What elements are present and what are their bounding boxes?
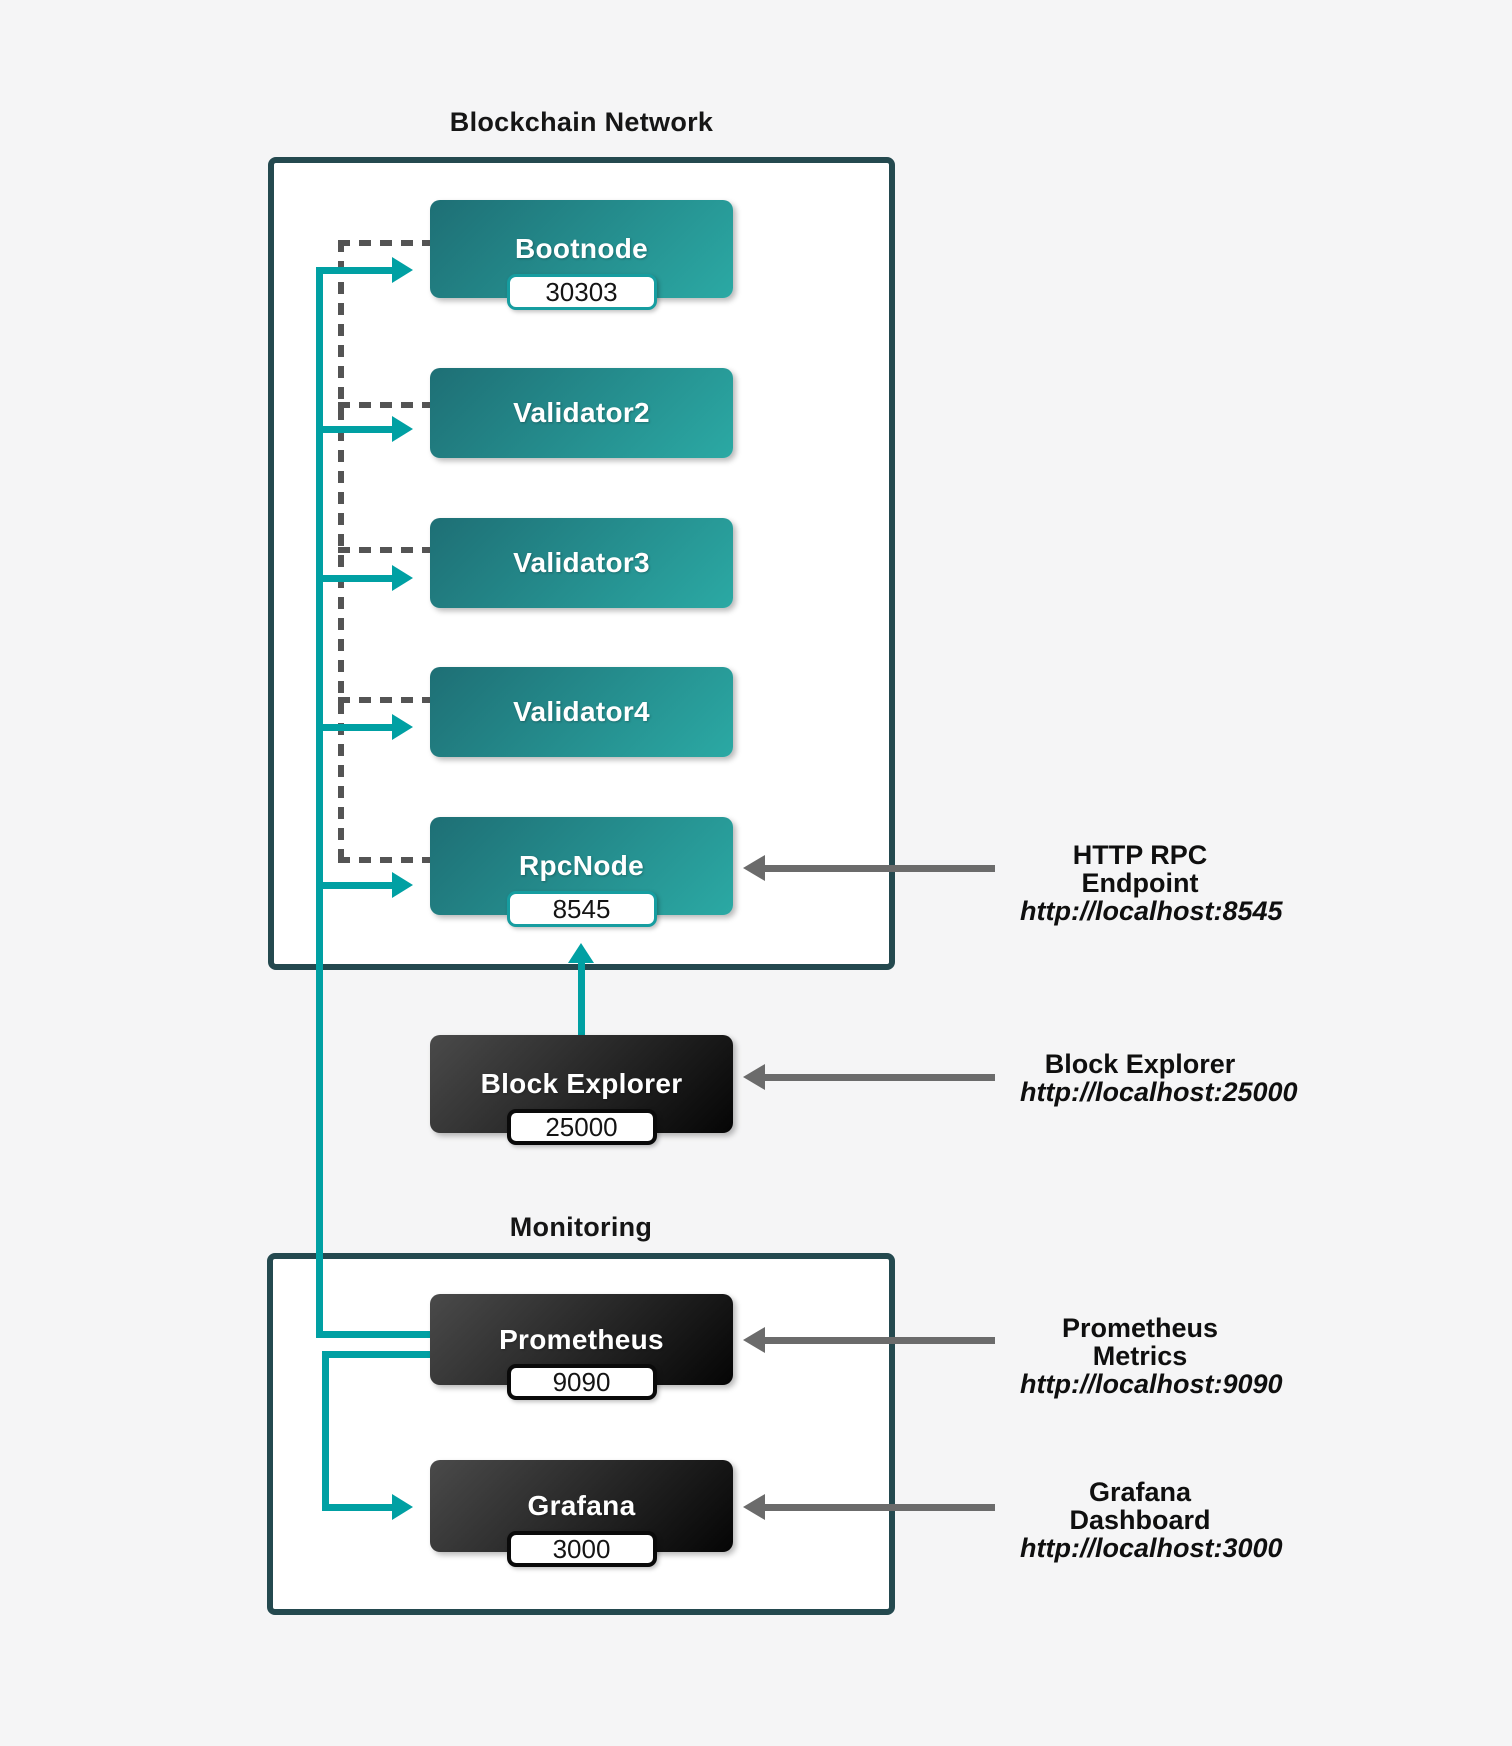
annotation-grafana: Grafana Dashboard http://localhost:3000 — [1020, 1477, 1283, 1563]
prometheus-grafana-vertical — [322, 1351, 329, 1511]
annotation-grafana-title: Grafana Dashboard — [1069, 1477, 1211, 1535]
teal-spine — [316, 267, 323, 1338]
node-validator4-label: Validator4 — [513, 696, 650, 727]
node-validator3-label: Validator3 — [513, 547, 650, 578]
rpc-endpoint-arrowhead — [743, 855, 765, 881]
prometheus-arrow-line — [760, 1337, 995, 1344]
annotation-block-explorer-title: Block Explorer — [1044, 1049, 1236, 1079]
arrowhead-into-rpcnode-bottom — [568, 943, 594, 963]
dashed-branch-bootnode — [338, 240, 430, 246]
arrowhead-into-grafana — [392, 1494, 413, 1520]
arrowhead-into-validator3 — [392, 565, 413, 591]
prometheus-grafana-top — [322, 1351, 430, 1358]
node-rpcnode: RpcNode 8545 — [430, 817, 733, 927]
node-grafana-port: 3000 — [506, 1531, 657, 1567]
node-block-explorer-port: 25000 — [506, 1109, 657, 1145]
annotation-rpc-endpoint-title: HTTP RPC Endpoint — [1072, 840, 1208, 898]
node-prometheus-port: 9090 — [506, 1364, 657, 1400]
teal-branch-validator2 — [316, 426, 394, 433]
node-validator2: Validator2 — [430, 368, 733, 458]
node-rpcnode-label: RpcNode — [519, 850, 644, 881]
node-prometheus-label: Prometheus — [499, 1323, 664, 1355]
prometheus-grafana-bottom — [322, 1504, 394, 1511]
grafana-arrow-line — [760, 1504, 995, 1511]
arrowhead-into-rpcnode — [392, 872, 413, 898]
node-grafana: Grafana 3000 — [430, 1460, 733, 1567]
monitoring-section-title: Monitoring — [509, 1212, 653, 1242]
node-block-explorer: Block Explorer 25000 — [430, 1035, 733, 1145]
prometheus-arrowhead — [743, 1327, 765, 1353]
node-block-explorer-label: Block Explorer — [480, 1068, 683, 1099]
teal-branch-bootnode — [316, 267, 394, 274]
annotation-prometheus: Prometheus Metrics http://localhost:9090 — [1020, 1313, 1283, 1399]
annotation-rpc-endpoint: HTTP RPC Endpoint http://localhost:8545 — [1020, 840, 1283, 926]
teal-spine-to-prometheus — [316, 1331, 430, 1338]
arrowhead-into-validator2 — [392, 416, 413, 442]
block-explorer-arrow-line — [760, 1074, 995, 1081]
node-validator3: Validator3 — [430, 518, 733, 608]
node-bootnode-label: Bootnode — [514, 233, 649, 264]
node-bootnode: Bootnode 30303 — [430, 200, 733, 310]
annotation-prometheus-title: Prometheus Metrics — [1061, 1313, 1219, 1371]
teal-branch-validator3 — [316, 575, 394, 582]
teal-branch-rpcnode — [316, 882, 394, 889]
node-validator4: Validator4 — [430, 667, 733, 757]
node-validator2-label: Validator2 — [513, 397, 650, 428]
node-rpcnode-port: 8545 — [506, 891, 657, 927]
dashed-branch-validator3 — [338, 547, 430, 553]
node-bootnode-port: 30303 — [506, 274, 657, 310]
annotation-grafana-url: http://localhost:3000 — [1020, 1533, 1283, 1563]
arrowhead-into-validator4 — [392, 714, 413, 740]
annotation-prometheus-url: http://localhost:9090 — [1020, 1369, 1283, 1399]
explorer-rpcnode-line — [578, 961, 585, 1035]
dashed-branch-validator2 — [338, 402, 430, 408]
teal-branch-validator4 — [316, 724, 394, 731]
dashed-branch-validator4 — [338, 697, 430, 703]
annotation-block-explorer-url: http://localhost:25000 — [1020, 1077, 1298, 1107]
annotation-rpc-endpoint-url: http://localhost:8545 — [1020, 896, 1283, 926]
rpc-endpoint-arrow-line — [760, 865, 995, 872]
annotation-block-explorer: Block Explorer http://localhost:25000 — [1020, 1049, 1298, 1107]
node-grafana-label: Grafana — [527, 1490, 636, 1521]
network-section-title: Blockchain Network — [449, 107, 714, 137]
node-prometheus: Prometheus 9090 — [430, 1294, 733, 1400]
arrowhead-into-bootnode — [392, 257, 413, 283]
block-explorer-arrowhead — [743, 1064, 765, 1090]
grafana-arrowhead — [743, 1494, 765, 1520]
dashed-branch-rpcnode — [338, 857, 430, 863]
